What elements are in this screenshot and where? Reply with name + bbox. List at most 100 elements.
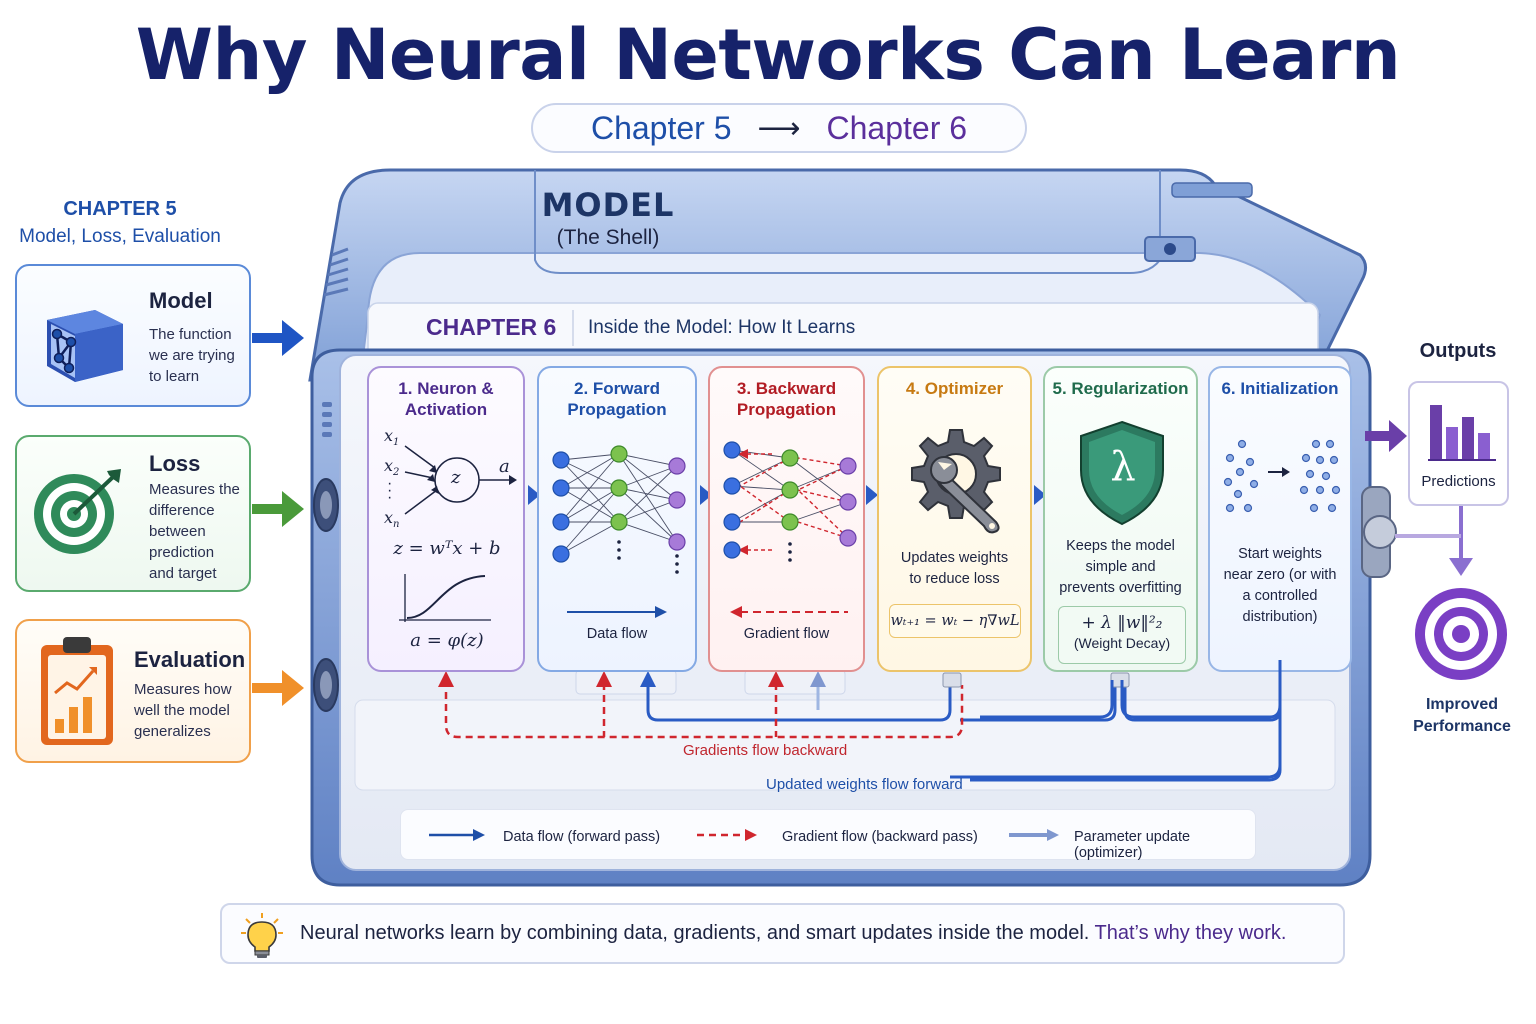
bar-chart-icon — [1428, 405, 1496, 461]
outputs-title: Outputs — [1419, 340, 1497, 362]
card-model-title: Model — [149, 288, 213, 313]
desc-line: distribution) — [1242, 609, 1318, 625]
legend-gradient-flow-swatch — [697, 829, 757, 841]
port-icon — [313, 478, 339, 532]
desc-line: Updates weights — [900, 550, 1009, 566]
arrow-up-icon — [768, 671, 784, 687]
neuron-icon — [404, 445, 517, 515]
arrow-left-icon — [730, 606, 848, 618]
knob-icon — [1361, 486, 1397, 578]
desc-line: generalizes — [134, 723, 211, 740]
vent-icon — [323, 247, 349, 297]
ellipsis: ··· — [387, 475, 393, 506]
desc-line: Start weights — [1238, 546, 1322, 562]
step-regularization: 5. Regularization λ Keeps the model simp… — [1043, 366, 1198, 672]
legend-parameter-update: Parameter update (optimizer) — [1074, 829, 1191, 861]
chapter-to: Chapter 6 — [826, 109, 968, 146]
step-desc: Start weights near zero (or with a contr… — [1210, 544, 1350, 628]
desc-line: Measures how — [134, 681, 232, 698]
arrow-right-icon — [528, 485, 540, 505]
lightbulb-icon — [241, 913, 283, 958]
step-caption: Data flow — [586, 626, 648, 642]
chapter-progression: Chapter 5 ⟶ Chapter 6 — [531, 103, 1027, 153]
predictions-card: Predictions — [1408, 381, 1509, 506]
target-icon — [1415, 588, 1507, 680]
optimizer-formula: wₜ₊₁ = wₜ − η∇wL — [889, 604, 1021, 638]
neuron-z: z — [451, 467, 461, 488]
title-line: 3. Backward — [736, 379, 837, 398]
desc-line: Keeps the model — [1066, 538, 1175, 554]
desc-line: well the model — [134, 702, 230, 719]
step-title: 1. Neuron & Activation — [369, 378, 523, 420]
title-line: Propagation — [567, 400, 667, 419]
desc-line: to learn — [149, 368, 200, 385]
legend-parameter-update-swatch — [1009, 829, 1059, 841]
formula-linear: z = wᵀx + b — [393, 538, 501, 559]
step-caption: Gradient flow — [743, 626, 830, 642]
update-flow-line — [970, 660, 1282, 782]
card-loss: Loss Measures the difference between pre… — [15, 435, 251, 592]
desc-line: to reduce loss — [909, 571, 1000, 587]
model-title-block: MODEL (The Shell) — [508, 186, 708, 250]
chapter5-subtitle: Model, Loss, Evaluation — [19, 226, 221, 247]
chapter5-title: CHAPTER 5 — [63, 198, 177, 220]
step-title: 5. Regularization — [1052, 379, 1189, 398]
card-evaluation-title: Evaluation — [134, 647, 246, 672]
step-neuron-activation: 1. Neuron & Activation x1 x2 ··· xn z a … — [367, 366, 525, 672]
arrow-right-icon — [567, 606, 667, 618]
cube-network-icon — [47, 310, 123, 382]
footer-text: Neural networks learn by combining data,… — [300, 922, 1090, 944]
arrow-right-icon: ⟶ — [757, 111, 801, 145]
chapter-from: Chapter 5 — [590, 109, 732, 146]
shield-lambda-icon — [1080, 420, 1164, 526]
desc-line: difference — [149, 502, 215, 519]
title-line: Propagation — [736, 400, 837, 419]
input-xn: xn — [384, 508, 400, 531]
arrow-right-icon — [1034, 485, 1046, 505]
footer-banner: Neural networks learn by combining data,… — [220, 903, 1345, 964]
formula-activation: a = φ(z) — [410, 630, 484, 651]
step-title: 6. Initialization — [1221, 379, 1339, 398]
card-evaluation-desc: Measures how well the model generalizes — [134, 679, 232, 742]
arrow-right-icon — [252, 320, 304, 356]
card-model: Model The function we are trying to lear… — [15, 264, 251, 407]
desc-line: and target — [149, 565, 217, 582]
desc-line: between — [149, 523, 206, 540]
step-forward-propagation: 2. Forward Propagation Data flow — [537, 366, 697, 672]
step-optimizer: 4. Optimizer Updates weights to reduce l… — [877, 366, 1032, 672]
input-x1: x1 — [384, 426, 400, 449]
arrow-up-icon — [810, 671, 826, 687]
scatter-dots-icon — [1223, 439, 1341, 513]
footer-message: Neural networks learn by combining data,… — [300, 922, 1286, 945]
step-title: 2. Forward Propagation — [539, 378, 695, 420]
gradient-flow-caption: Gradients flow backward — [683, 742, 848, 759]
legend-data-flow: Data flow (forward pass) — [503, 829, 661, 845]
label-line: Performance — [1413, 718, 1511, 735]
step-initialization: 6. Initialization Start weights near zer… — [1208, 366, 1352, 672]
lambda-symbol: λ — [1110, 444, 1136, 490]
desc-line: prevents overfitting — [1059, 580, 1182, 596]
desc-line: The function — [149, 326, 232, 343]
title-line: 2. Forward — [574, 379, 660, 398]
arrow-up-icon — [640, 671, 656, 687]
model-title: MODEL — [541, 186, 675, 224]
desc-line: prediction — [149, 544, 215, 561]
output-connector-arrow — [1395, 506, 1473, 576]
arrow-right-icon — [1365, 420, 1407, 452]
neuron-output-a: a — [499, 456, 510, 477]
clipboard-chart-icon — [41, 637, 113, 745]
update-flow-caption: Updated weights flow forward — [766, 776, 963, 793]
step-desc: Keeps the model simple and prevents over… — [1045, 536, 1196, 599]
arrow-right-icon — [252, 491, 304, 527]
arrow-left-icon — [738, 545, 748, 555]
arrow-right-icon — [700, 485, 712, 505]
regularization-formula-box: + λ ‖w‖²₂ (Weight Decay) — [1058, 606, 1186, 664]
chapter5-heading: CHAPTER 5 Model, Loss, Evaluation — [0, 198, 240, 248]
page-title: Why Neural Networks Can Learn — [135, 14, 1401, 96]
target-icon — [34, 469, 121, 554]
step-backward-propagation: 3. Backward Propagation Gradient f — [708, 366, 865, 672]
title-line: Activation — [404, 400, 488, 419]
desc-line: we are trying — [149, 347, 235, 364]
predictions-label: Predictions — [1421, 473, 1496, 490]
step-desc: Updates weights to reduce loss — [879, 548, 1030, 590]
